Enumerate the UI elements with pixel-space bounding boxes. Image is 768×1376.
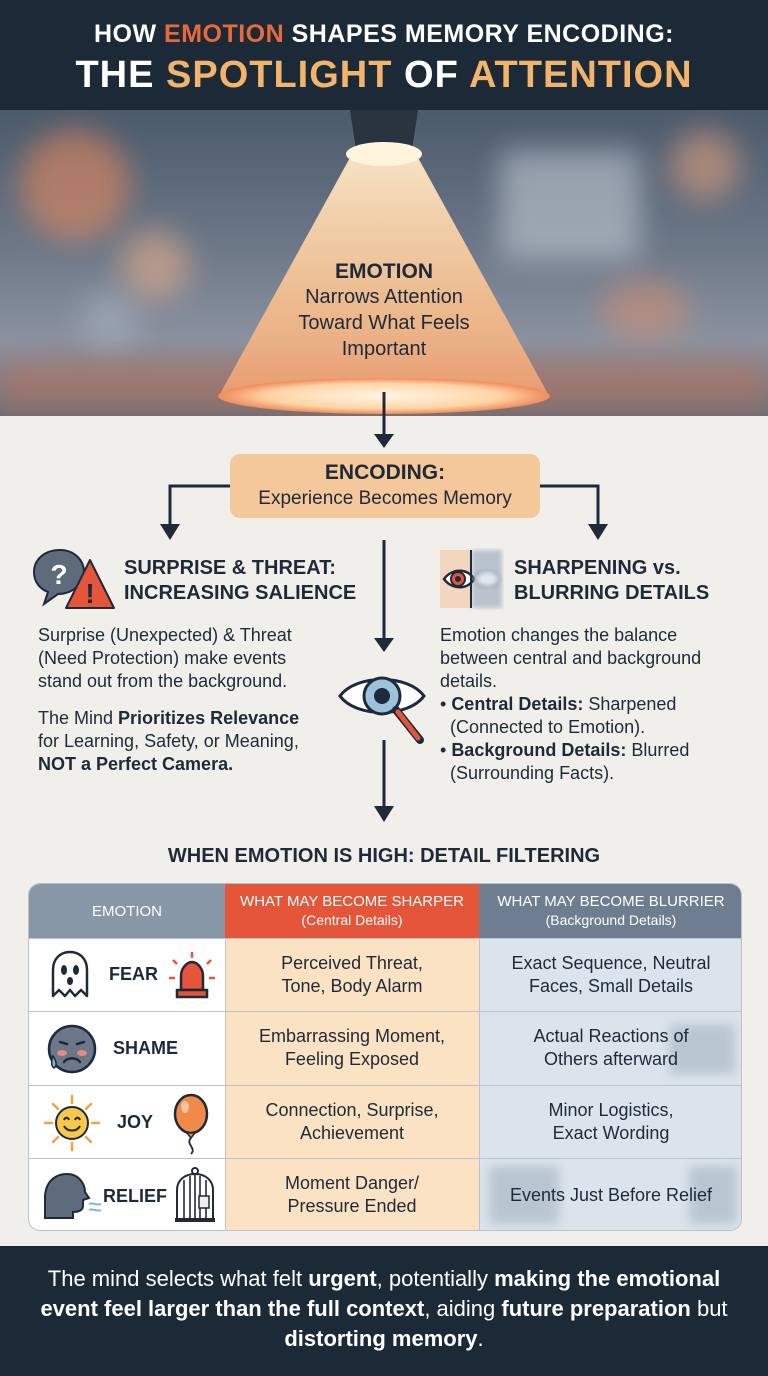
sharp-blur-eye-icon	[440, 550, 502, 608]
blurred-background-shape	[80, 290, 140, 350]
joy-blurrier-cell: Minor Logistics,Exact Wording	[548, 1099, 674, 1143]
surprise-threat-heading: SURPRISE & THREAT: INCREASING SALIENCE	[124, 557, 357, 604]
relief-sharper-cell: Moment Danger/Pressure Ended	[284, 1173, 420, 1216]
blurred-background-shape	[20, 130, 130, 240]
surprise-threat-icons: ? !	[32, 548, 115, 609]
sharper-column	[225, 938, 479, 1230]
sharpening-blurring-heading: SHARPENING vs. BLURRING DETAILS	[514, 557, 710, 604]
question-bubble-icon: ?	[32, 548, 86, 607]
emotion-label-shame: SHAME	[113, 1038, 179, 1058]
spotlight-hero: EMOTION Narrows Attention Toward What Fe…	[0, 110, 768, 416]
balloon-icon	[173, 1093, 209, 1155]
header-sharper: WHAT MAY BECOME SHARPER (Central Details…	[225, 884, 479, 938]
warning-triangle-icon: !	[65, 559, 115, 609]
svg-text:!: !	[85, 578, 94, 609]
blurred-photo-icon	[500, 150, 640, 260]
head-exhale-icon	[44, 1172, 102, 1219]
blurred-background-shape	[670, 130, 740, 200]
title-accent-spotlight: SPOTLIGHT	[166, 54, 393, 96]
sharpening-blurring-body: Emotion changes the balance between cent…	[440, 625, 702, 783]
emotion-label-joy: JOY	[117, 1112, 154, 1132]
magnifier-eye-icon	[338, 676, 426, 744]
blurred-background-shape	[120, 230, 190, 300]
emotion-label-relief: RELIEF	[103, 1186, 168, 1206]
svg-text:?: ?	[50, 559, 67, 590]
shame-sharper-cell: Embarrassing Moment,Feeling Exposed	[258, 1026, 446, 1069]
fear-sharper-cell: Perceived Threat,Tone, Body Alarm	[281, 952, 423, 996]
title-line-2: THE SPOTLIGHT OF ATTENTION	[75, 54, 693, 96]
emotion-label-fear: FEAR	[109, 964, 158, 984]
birdcage-icon	[175, 1167, 215, 1222]
footer-summary: The mind selects what felt urgent, poten…	[0, 1246, 768, 1376]
encoding-box: ENCODING: Experience Becomes Memory	[230, 454, 540, 518]
title-line-1: HOW EMOTION SHAPES MEMORY ENCODING:	[93, 20, 675, 48]
ghost-icon	[51, 950, 89, 998]
joy-sharper-cell: Connection, Surprise,Achievement	[265, 1099, 439, 1143]
siren-icon	[169, 952, 215, 999]
header-emotion: EMOTION	[29, 884, 225, 938]
sad-face-icon	[47, 1024, 97, 1074]
header-blurrier: WHAT MAY BECOME BLURRIER (Background Det…	[479, 884, 741, 938]
surprise-threat-body: Surprise (Unexpected) & Threat (Need Pro…	[38, 625, 300, 774]
hero-caption: EMOTION Narrows Attention Toward What Fe…	[298, 260, 470, 360]
footer-text: The mind selects what felt urgent, poten…	[40, 1266, 728, 1351]
blurred-background-shape	[600, 280, 690, 340]
header: HOW EMOTION SHAPES MEMORY ENCODING: THE …	[0, 0, 768, 110]
title-accent-attention: ATTENTION	[468, 54, 693, 96]
sun-face-icon	[43, 1094, 101, 1152]
title-accent-emotion: EMOTION	[164, 20, 285, 48]
detail-filtering-title: WHEN EMOTION IS HIGH: DETAIL FILTERING	[167, 845, 601, 867]
relief-blurrier-cell: Events Just Before Relief	[509, 1184, 713, 1205]
detail-filtering-table: EMOTION WHAT MAY BECOME SHARPER (Central…	[28, 883, 742, 1231]
